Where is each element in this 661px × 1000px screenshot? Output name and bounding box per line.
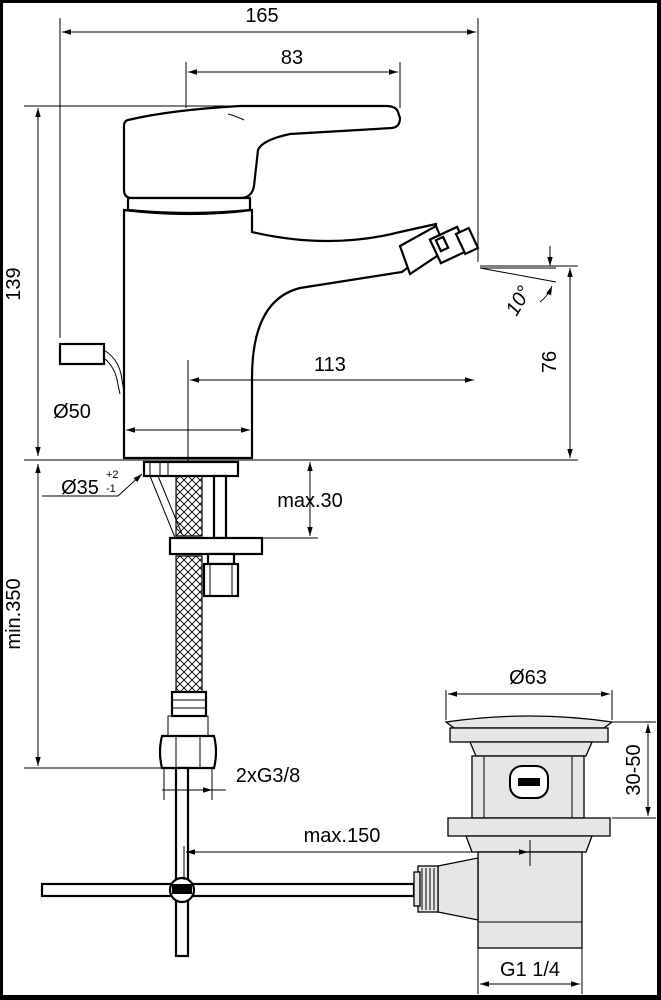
- dim-spout-reach: 113: [314, 354, 346, 376]
- dim-base-diameter: Ø50: [53, 401, 91, 423]
- pop-up-rod: [174, 766, 190, 958]
- waste-fitting: [413, 715, 614, 949]
- dimension-lines: [24, 18, 656, 994]
- dim-spout-height: 76: [539, 351, 561, 373]
- braided-hose: [175, 555, 203, 693]
- pop-up-knob: [58, 342, 125, 395]
- dim-handle-length: 83: [281, 47, 303, 69]
- dim-waste-diameter: Ø63: [509, 667, 547, 689]
- dim-hole-tol-upper: +2: [106, 469, 119, 481]
- horizontal-pop-up-rod: [40, 882, 416, 898]
- waste-cap: [444, 715, 614, 729]
- dim-overall-height: 139: [3, 267, 25, 300]
- dim-pop-up-reach: max.150: [304, 825, 381, 847]
- pull-rod: [149, 475, 177, 541]
- braided-hose-top: [175, 475, 203, 537]
- faucet-body: [40, 104, 480, 958]
- dim-hole-tol-lower: -1: [106, 483, 116, 495]
- lever-handle: [122, 104, 402, 200]
- dim-overall-width: 165: [245, 5, 278, 27]
- waste-flange: [447, 817, 611, 837]
- clamp-plate: [168, 536, 264, 556]
- clamp-nut: [202, 562, 240, 598]
- dim-waste-thread: G1 1/4: [500, 959, 560, 981]
- dim-waste-height: 30-50: [623, 744, 645, 795]
- bidet-spray-head: [398, 224, 480, 276]
- dim-hole-diameter: Ø35: [61, 477, 99, 499]
- spout-body: [122, 208, 438, 460]
- dim-hose-length: min.350: [3, 578, 25, 649]
- dim-connections: 2xG3/8: [236, 765, 300, 787]
- collar: [126, 196, 252, 215]
- waste-tail: [477, 851, 583, 949]
- dim-spray-angle: 10°: [502, 282, 536, 319]
- mounting-base: [142, 460, 240, 478]
- hose-connection-nut: [158, 734, 218, 770]
- dim-deck-thickness: max.30: [277, 490, 343, 512]
